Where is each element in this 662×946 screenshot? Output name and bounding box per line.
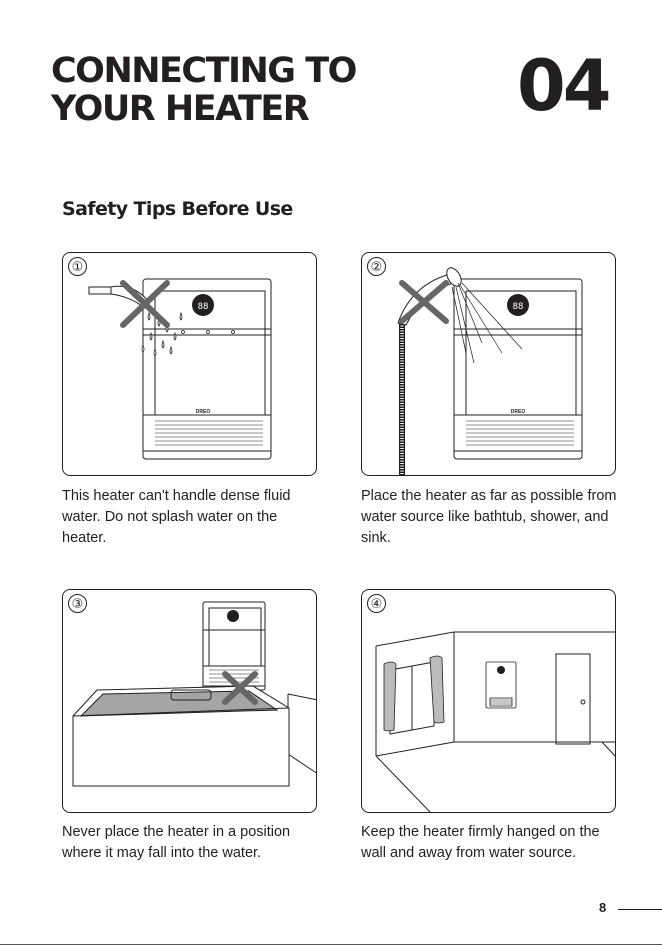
tip-3-illustration: ③: [62, 589, 317, 813]
chapter-number: 04: [517, 45, 611, 127]
splash-illustration: 88 DREO: [88, 278, 272, 460]
tip-4-text: Keep the heater firmly hanged on the wal…: [361, 824, 600, 861]
tip-1-illustration: ① 88 DREO: [62, 252, 317, 476]
tip-3-text: Never place the heater in a position whe…: [62, 824, 291, 861]
tip-4-number: ④: [367, 594, 386, 613]
page-number: 8: [599, 900, 607, 915]
tip-1-text: This heater can't handle dense fluid wat…: [62, 488, 291, 546]
title-line-1: CONNECTING TO: [51, 51, 357, 91]
room-illustration: [375, 631, 615, 812]
tip-4-illustration: ④: [361, 589, 616, 813]
tip-3-number: ③: [68, 594, 87, 613]
tip-2-illustration: ② 88 DREO: [361, 252, 616, 476]
page-number-rule: [618, 909, 662, 910]
heater-brand: DREO: [196, 409, 211, 415]
tip-2-number: ②: [367, 257, 386, 276]
heater-brand-2: DREO: [511, 409, 526, 415]
shower-illustration: 88 DREO: [397, 267, 583, 475]
tip-2-text: Place the heater as far as possible from…: [361, 488, 617, 546]
heater-display: 88: [198, 302, 209, 312]
bathtub-illustration: [72, 601, 316, 787]
page-title: CONNECTING TO YOUR HEATER: [51, 51, 357, 129]
heater-display-2: 88: [513, 302, 524, 312]
tip-1-number: ①: [68, 257, 87, 276]
bottom-rule: [0, 944, 662, 945]
section-title: Safety Tips Before Use: [62, 198, 293, 220]
title-line-2: YOUR HEATER: [51, 89, 310, 129]
